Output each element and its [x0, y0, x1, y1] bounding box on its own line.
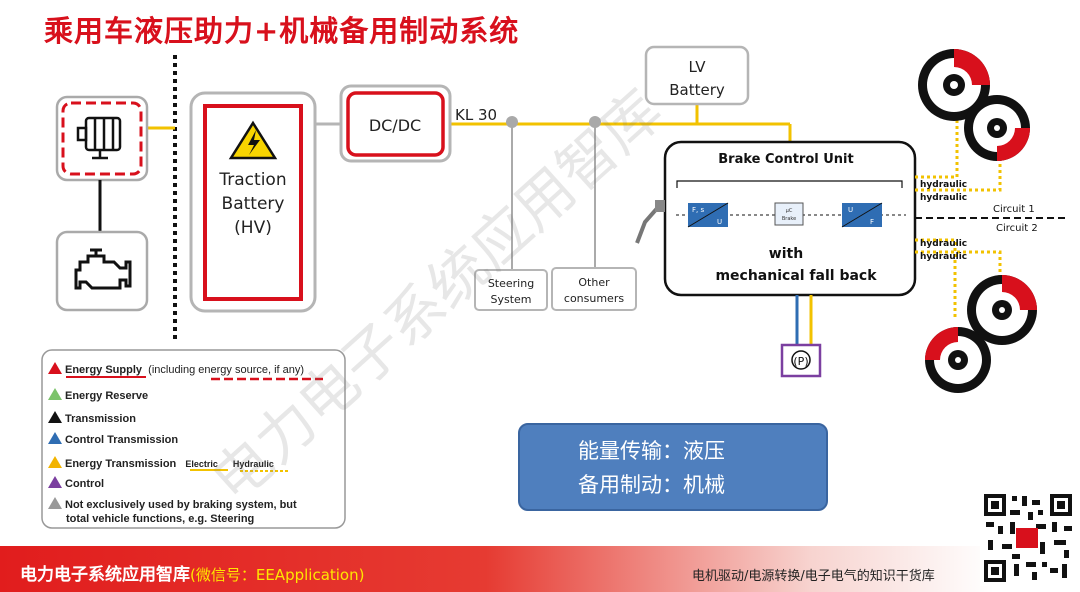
other-label-1: Other	[578, 276, 610, 289]
circuit2-label: Circuit 2	[996, 223, 1038, 234]
footer-brand: 电力电子系统应用智库(微信号：EEApplication)	[20, 565, 365, 585]
footer-tagline: 电机驱动/电源转换/电子电气的知识干货库	[692, 569, 935, 584]
legend-control: Control	[48, 476, 104, 490]
parking-brake-switch	[780, 343, 822, 378]
hydraulic-label-4: hydraulic	[920, 252, 967, 262]
steering-box	[474, 269, 548, 311]
brake-disc-icon-fr	[964, 95, 1030, 161]
brake-disc-icon-fl	[918, 49, 990, 121]
brake-system-diagram: Traction Battery (HV) DC/DC KL 30 LV Bat…	[41, 45, 1068, 529]
u-label-1: U	[717, 218, 722, 226]
generator-icon	[76, 116, 122, 160]
lv-battery-box	[644, 45, 750, 106]
purple-triangle-icon	[48, 476, 62, 488]
kl30-label: KL 30	[455, 106, 497, 124]
hydraulic-label-1: hydraulic	[920, 180, 967, 190]
traction-label-3: (HV)	[234, 218, 272, 238]
bcu-sub-1: with	[769, 246, 803, 262]
dcdc-label: DC/DC	[369, 116, 421, 135]
info-backup-brake: 备用制动：机械	[578, 473, 725, 497]
uc-label-2: Brake	[782, 216, 796, 222]
info-energy-transmission: 能量传输：液压	[578, 439, 725, 463]
black-triangle-icon	[48, 411, 62, 423]
other-consumers-box	[551, 267, 637, 311]
legend-box	[41, 349, 346, 529]
circuit1-label: Circuit 1	[993, 204, 1035, 215]
page-title: 乘用车液压助力+机械备用制动系统	[44, 14, 520, 48]
steering-label-2: System	[490, 293, 531, 306]
junction-steering	[506, 116, 518, 128]
info-box: 能量传输：液压 备用制动：机械	[518, 423, 828, 511]
engine-box	[55, 230, 149, 312]
hydraulic-label-2: hydraulic	[920, 193, 967, 203]
traction-label-2: Battery	[222, 194, 285, 214]
other-label-2: consumers	[564, 292, 624, 305]
park-label: (P)	[793, 355, 808, 368]
legend-transmission: Transmission	[48, 411, 136, 425]
traction-label-1: Traction	[218, 170, 286, 190]
dcdc-box	[339, 84, 452, 163]
fs-label: F, s	[692, 206, 704, 214]
hydraulic-label-3: hydraulic	[920, 239, 967, 249]
uc-label-1: µC	[786, 208, 793, 214]
footer-banner	[0, 546, 1080, 592]
high-voltage-warning-icon	[228, 120, 278, 160]
legend-energy-transmission: Energy Transmission Electric Hydraulic	[48, 456, 274, 470]
gray-triangle-icon	[48, 497, 62, 509]
legend-energy-supply: Energy Supply (including energy source, …	[48, 362, 304, 376]
qr-code[interactable]	[980, 490, 1076, 586]
yellow-triangle-icon	[48, 456, 62, 468]
steering-label-1: Steering	[488, 277, 534, 290]
lv-label-2: Battery	[669, 81, 725, 99]
legend-not-exclusive: Not exclusively used by braking system, …	[48, 497, 297, 511]
red-triangle-icon	[48, 362, 62, 374]
junction-other	[589, 116, 601, 128]
brake-disc-icon-rr	[967, 275, 1037, 345]
lv-label-1: LV	[689, 58, 707, 76]
generator-box	[55, 95, 149, 182]
microcontroller-box	[774, 202, 804, 226]
brake-disc-icon-rl	[925, 327, 991, 393]
bcu-title: Brake Control Unit	[718, 152, 853, 167]
bcu-sub-2: mechanical fall back	[715, 268, 877, 284]
u-label-2: U	[848, 206, 853, 214]
f-label: F	[870, 218, 874, 226]
legend-not-exclusive-line2: total vehicle functions, e.g. Steering	[66, 513, 255, 525]
green-triangle-icon	[48, 388, 62, 400]
engine-icon	[74, 248, 132, 290]
blue-triangle-icon	[48, 432, 62, 444]
legend-control-transmission: Control Transmission	[48, 432, 178, 446]
legend-energy-reserve: Energy Reserve	[48, 388, 148, 402]
traction-battery-box	[189, 91, 317, 313]
